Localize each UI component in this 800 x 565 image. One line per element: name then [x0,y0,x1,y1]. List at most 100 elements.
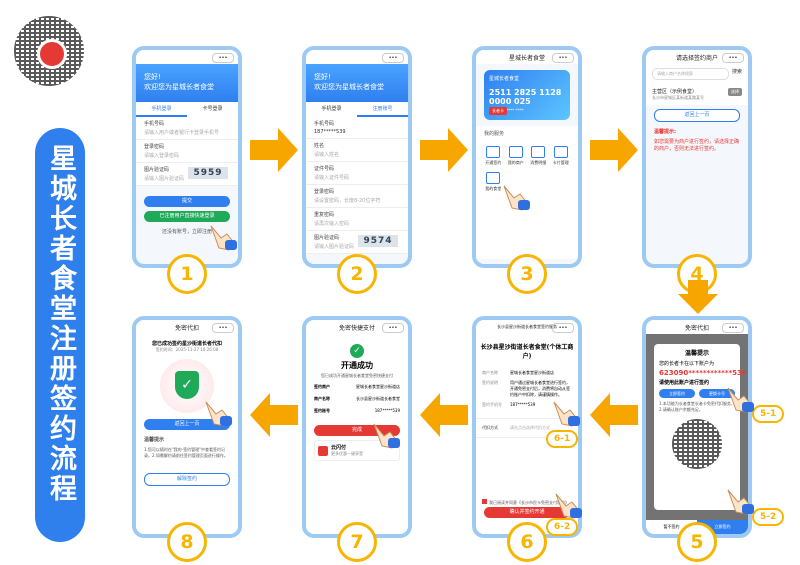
phone-field[interactable]: 手机号码请输入用户或者银行卡登录手机号 [136,117,238,140]
status-bar: 请选择签约商户••• [646,50,748,64]
modal-title: 温馨提示 [684,350,709,357]
status-bar: 免密代扣 ••• [646,320,748,334]
row-key: 商户名称 [482,370,498,375]
sub-badge-5-1: 5-1 [752,405,785,423]
deduct-method-select[interactable]: 代扣方式请先点击选择代扣方式 [476,418,578,438]
pointing-hand-icon [548,398,582,428]
password-field[interactable]: 登录密码请输入登录密码 [136,140,238,163]
back-button[interactable]: 返回上一页 [654,109,740,122]
more-icon[interactable]: ••• [382,53,404,63]
row-value: 星城长者食堂星沙街道店 [510,370,554,375]
captcha-field[interactable]: 图片验证码请输入图片验证码 9574 [306,231,408,254]
welcome-text: 欢迎您为星城长者食堂 [314,83,384,91]
arrow-right-icon [590,128,638,172]
id-field[interactable]: 证件号码请输入证件号码 [306,162,408,185]
quick-login-button[interactable]: 已注册用户直接快速登录 [144,211,230,222]
phone-step-1: ••• 您好! 欢迎您为星城长者食堂 手机登录 卡号登录 手机号码请输入用户或者… [132,46,242,268]
phone-step-8: 免密代扣••• 您已成功签约星沙街道长者代扣 签约时间：2025-11-27 1… [132,316,242,538]
tab-phone-login[interactable]: 手机登录 [136,102,187,117]
sign-icon [486,146,501,158]
confirm-sign-button[interactable]: 确认并签约开通 [484,507,570,518]
more-icon[interactable]: ••• [212,323,234,333]
register-link[interactable]: 还没有账号，立即注册 [161,229,212,235]
phone-label: 手机号码 [314,121,335,127]
welcome-header: 您好! 欢迎您为星城长者食堂 [136,64,238,102]
tab-phone-login[interactable]: 手机登录 [321,106,342,112]
captcha-placeholder: 请输入图片验证码 [144,176,185,182]
captcha-label: 图片验证码 [314,235,340,241]
sub-badge-6-2: 6-2 [546,518,579,536]
more-icon[interactable]: ••• [722,323,744,333]
captcha-image[interactable]: 9574 [358,235,398,247]
step-badge-7: 7 [337,522,377,562]
phone-field[interactable]: 手机号码 187*****539 [306,117,408,139]
row-value: 187*****539 [374,408,400,413]
tip-body: 1.您可以随时在"我的-签约管理"中查看签约记录。2.如需解约请前往签约管理页面… [144,447,228,458]
row-value: 187*****539 [510,402,536,407]
arrow-right-icon [250,128,298,172]
card-title: 星城长者食堂 [489,76,520,82]
elder-card[interactable]: 星城长者食堂 2511 2825 1128 0000 025 长者卡号 ****… [484,70,570,120]
qr-center-logo-icon [37,39,67,69]
promo-banner[interactable]: 云闪付更多优惠一键享受 [314,440,400,461]
cancel-button[interactable]: 暂不签约 [663,524,680,529]
service-sign[interactable]: 开通签约 [482,143,505,169]
sign-now-button[interactable]: 立即签约 [659,389,695,398]
id-label: 证件号码 [314,166,335,172]
change-card-button[interactable]: 更换卡号 [699,389,735,398]
select-tag[interactable]: 选择 [728,88,742,96]
info-row: 签约说明用户通过星城长者食堂进行签约，开通免密支付后，消费将自动从签约账户中扣除… [476,378,578,400]
pointing-hand-icon [722,486,756,516]
captcha-label: 图片验证码 [144,167,170,173]
more-icon[interactable]: ••• [212,53,234,63]
row-key: 签约说明 [482,380,498,385]
status-bar: 免密快捷支付 ••• [306,320,408,334]
password-label: 登录密码 [314,189,335,195]
more-icon[interactable]: ••• [552,323,574,333]
page-title: 星城长者食堂注册签约流程 [35,128,85,542]
success-check-icon: ✓ [350,344,364,358]
submit-button[interactable]: 提交 [144,196,230,207]
search-input[interactable]: 请输入商户名称搜索 [652,68,729,80]
password-field[interactable]: 登录密码请设置密码，长度8-20位字符 [306,185,408,208]
arrow-left-icon [590,393,638,437]
modal-line2: 请使用此账户进行签约 [659,380,710,386]
service-records[interactable]: 消费明细 [527,143,550,169]
service-canteen[interactable]: 我的食堂 [482,169,505,195]
bar-title: 免密代扣 [684,324,709,332]
register-tabs: 手机登录 注册账号 [306,102,408,117]
service-merchant[interactable]: 我的商户 [505,143,528,169]
captcha-image[interactable]: 5959 [188,167,228,179]
service-card[interactable]: 卡片管理 [550,143,573,169]
arrow-down-icon [678,280,718,314]
card-icon [553,146,568,158]
phone-value: 187*****539 [314,129,346,135]
canteen-icon [486,172,501,184]
more-icon[interactable]: ••• [382,323,404,333]
search-button[interactable]: 搜索 [731,69,742,75]
info-row: 商户名称长沙县星沙街道长者食堂 [306,393,408,405]
unbind-button[interactable]: 解除签约 [144,473,230,486]
status-bar: 星城长者食堂••• [476,50,578,64]
row-key: 签约账号 [314,408,330,413]
phone-label: 手机号码 [144,121,165,127]
tab-card-login[interactable]: 卡号登录 [202,106,223,112]
more-icon[interactable]: ••• [722,53,744,63]
captcha-field[interactable]: 图片验证码请输入图片验证码 5959 [136,163,238,186]
repeat-password-field[interactable]: 重复密码请再次输入密码 [306,208,408,231]
done-button[interactable]: 完成 [314,425,400,436]
service-label: 卡片管理 [552,160,569,165]
promo-sub: 更多优惠一键享受 [331,451,363,456]
info-row: 商户名称 星城长者食堂星沙街道店 [476,368,578,378]
merchant-item[interactable]: 主营区（示例食堂） 长沙市星城区某街道某路某号 选择 [646,84,748,105]
more-icon[interactable]: ••• [552,53,574,63]
sub-badge-5-2: 5-2 [752,508,785,526]
bar-title: 免密快捷支付 [338,324,375,332]
info-row: 签约账号 187*****539 [306,405,408,417]
name-placeholder: 请输入姓名 [314,152,340,158]
tab-register[interactable]: 注册账号 [357,102,408,117]
name-field[interactable]: 姓名请输入姓名 [306,139,408,162]
back-button[interactable]: 返回上一页 [144,419,230,430]
agreement-checkbox[interactable]: 我已阅读并同意《长沙市民卡免密支付协议》 [482,499,572,506]
welcome-text: 欢迎您为星城长者食堂 [144,83,214,91]
